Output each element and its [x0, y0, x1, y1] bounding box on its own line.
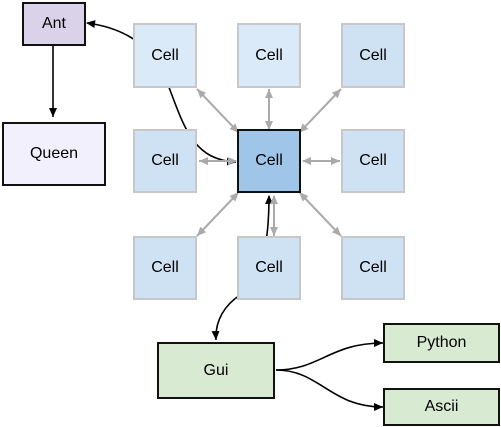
gui-node[interactable]: Gui [157, 342, 275, 399]
edge-ant-center-cell [86, 20, 237, 166]
cell-node-top-left[interactable]: Cell [133, 23, 197, 88]
cell-node-middle-right[interactable]: Cell [341, 129, 405, 193]
edge-center-cell-tl [196, 88, 239, 133]
python-node[interactable]: Python [383, 323, 500, 363]
ant-node[interactable]: Ant [22, 2, 86, 46]
edge-center-cell-br [299, 192, 342, 237]
cell-node-label: Cell [255, 46, 283, 64]
cell-node-top-right[interactable]: Cell [341, 23, 405, 88]
edge-gui-ascii [275, 369, 384, 411]
gui-node-label: Gui [203, 361, 229, 379]
cell-node-middle-left[interactable]: Cell [133, 129, 197, 193]
cell-node-bottom-left[interactable]: Cell [133, 236, 197, 300]
edge-center-cell-tr [299, 88, 342, 133]
cell-node-label: Cell [359, 259, 387, 276]
python-node-label: Python [416, 334, 467, 351]
queen-node-label: Queen [29, 145, 79, 162]
cell-node-label: Cell [151, 259, 179, 276]
cell-node-label: Cell [151, 152, 179, 169]
cell-node-label: Cell [151, 46, 179, 64]
cell-node-label: Cell [255, 259, 283, 276]
ascii-node[interactable]: Ascii [383, 388, 500, 426]
cell-node-center[interactable]: Cell [237, 129, 301, 193]
cell-node-label: Cell [359, 46, 387, 64]
cell-node-bottom-middle[interactable]: Cell [237, 236, 301, 300]
edge-center-cell-bl [196, 192, 239, 237]
cell-node-label: Cell [255, 152, 283, 169]
cell-node-label: Cell [359, 152, 387, 169]
ascii-node-label: Ascii [424, 398, 459, 415]
cell-node-top-middle[interactable]: Cell [237, 23, 301, 88]
queen-node[interactable]: Queen [2, 122, 106, 186]
edge-gui-python [275, 339, 384, 371]
ant-node-label: Ant [41, 15, 66, 32]
cell-node-bottom-right[interactable]: Cell [341, 236, 405, 300]
